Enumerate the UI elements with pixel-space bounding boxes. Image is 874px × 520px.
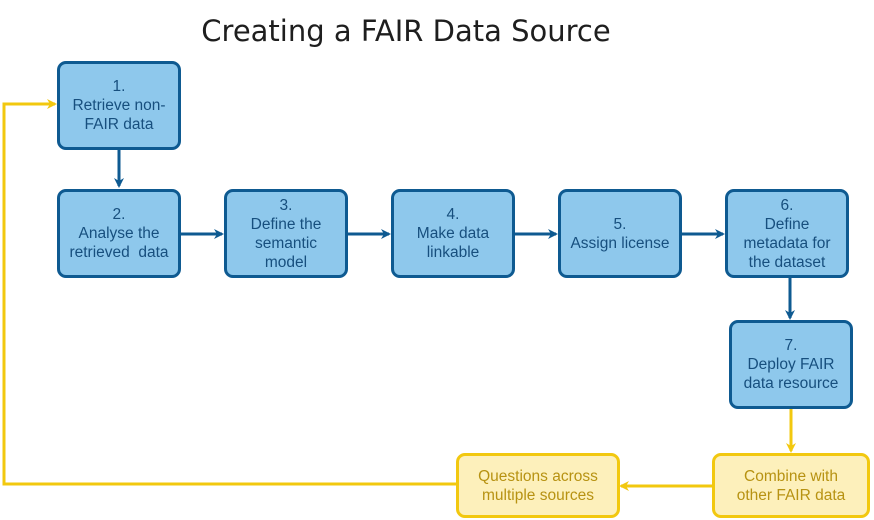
step-7-deploy: 7. Deploy FAIR data resource [729,320,853,409]
step-1-line-1: Retrieve non- [72,97,166,114]
step-3-line-1: Define the [250,215,322,233]
step-4-linkable: 4. Make data linkable [391,189,515,278]
step-6-line-1: Define [764,215,810,233]
step-3-line-2: semantic [254,234,318,252]
step-7-line-1: Deploy FAIR [747,356,835,373]
step-7-number: 7. [784,337,798,354]
questions-line-2: multiple sources [482,486,594,504]
combine-line-2: other FAIR data [736,486,846,504]
diagram-title: Creating a FAIR Data Source [201,14,611,48]
step-5-number: 5. [613,215,627,233]
step-7-line-2: data resource [743,375,839,392]
step-1-number: 1. [112,78,126,95]
outcome-questions-across-sources: Questions across multiple sources [456,453,620,518]
step-2-number: 2. [112,206,126,223]
step-6-line-2: metadata for [743,234,831,252]
step-2-line-2: retrieved data [69,244,169,261]
step-2-line-1: Analyse the [78,225,160,242]
step-2-analyse: 2. Analyse the retrieved data [57,189,181,278]
step-1-line-2: FAIR data [84,116,154,133]
step-3-line-3: model [264,253,308,271]
step-5-license: 5. Assign license [558,189,682,278]
step-6-metadata: 6. Define metadata for the dataset [725,189,849,278]
step-3-semantic-model: 3. Define the semantic model [224,189,348,278]
step-3-number: 3. [279,196,293,214]
step-5-line-1: Assign license [570,234,670,252]
step-6-number: 6. [780,196,794,214]
step-4-line-1: Make data [416,225,490,242]
step-1-retrieve: 1. Retrieve non- FAIR data [57,61,181,150]
step-4-number: 4. [446,206,460,223]
step-4-line-2: linkable [426,244,480,261]
outcome-combine-fair-data: Combine with other FAIR data [712,453,870,518]
combine-line-1: Combine with [744,467,838,485]
step-6-line-3: the dataset [748,253,826,271]
questions-line-1: Questions across [478,467,598,485]
feedback-loop-arrow [2,99,456,486]
